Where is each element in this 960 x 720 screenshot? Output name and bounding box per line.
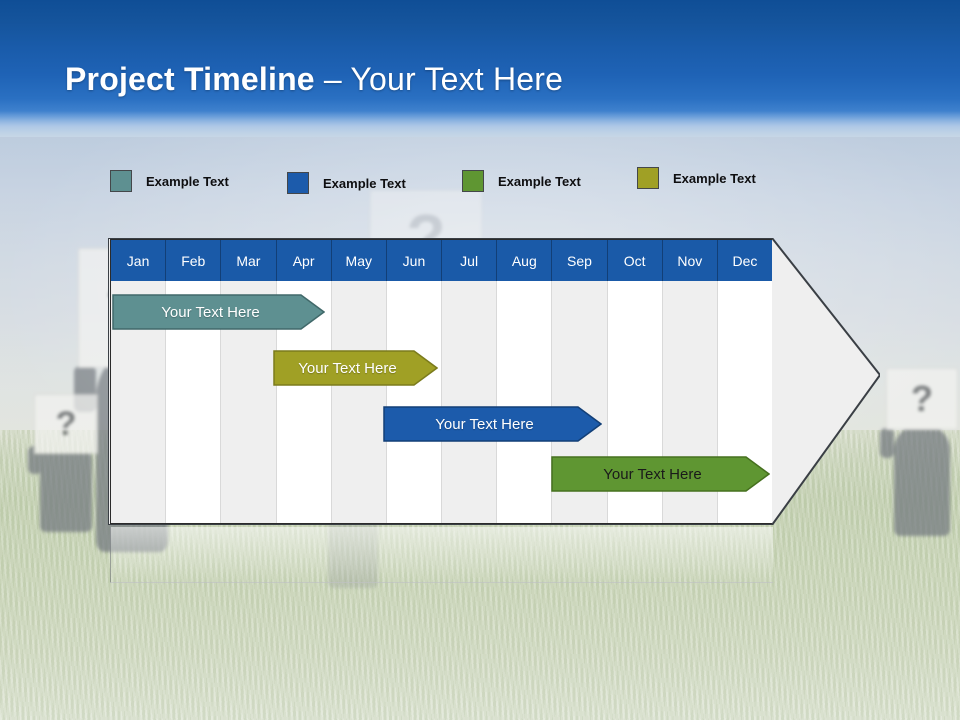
question-sign: ? [886,368,958,430]
month-cell-jun[interactable]: Jun [386,240,443,281]
month-cell-nov[interactable]: Nov [662,240,718,281]
month-cell-jan[interactable]: Jan [111,240,167,281]
task-bar-label-3: Your Text Here [435,415,534,433]
person-body [40,440,92,532]
month-cell-may[interactable]: May [331,240,387,281]
month-cell-jul[interactable]: Jul [442,240,498,281]
task-bar-label-2: Your Text Here [298,359,397,377]
month-cell-aug[interactable]: Aug [497,240,553,281]
person-body [894,426,950,536]
background-person-right: ? [880,360,960,536]
legend-label-3: Example Text [498,173,581,189]
month-cell-feb[interactable]: Feb [166,240,222,281]
task-bar-label-4: Your Text Here [603,465,702,483]
task-bar-3[interactable]: Your Text Here [383,406,602,442]
task-bar-1[interactable]: Your Text Here [112,294,325,330]
legend-item-2[interactable]: Example Text [287,172,406,194]
title-band [0,0,960,137]
month-cell-oct[interactable]: Oct [607,240,663,281]
month-cell-mar[interactable]: Mar [221,240,277,281]
month-cell-apr[interactable]: Apr [276,240,332,281]
legend-item-4[interactable]: Example Text [637,167,756,189]
legend-swatch-1 [110,170,132,192]
legend-swatch-2 [287,172,309,194]
page-title-strong: Project Timeline [65,61,315,97]
legend: Example Text Example Text Example Text Exam… [0,0,960,194]
legend-item-3[interactable]: Example Text [462,170,581,192]
chart-reflection [110,527,773,583]
month-cell-dec[interactable]: Dec [717,240,773,281]
month-cell-sep[interactable]: Sep [552,240,608,281]
legend-swatch-3 [462,170,484,192]
page-title: Project Timeline – Your Text Here [65,61,563,98]
legend-label-1: Example Text [146,173,229,189]
legend-label-2: Example Text [323,175,406,191]
background-person-left: ? [22,388,108,532]
person-arm [880,428,894,458]
legend-label-4: Example Text [673,170,756,186]
legend-swatch-4 [637,167,659,189]
legend-item-1[interactable]: Example Text [110,170,229,192]
task-bar-4[interactable]: Your Text Here [551,456,770,492]
page-title-light: – Your Text Here [314,61,564,97]
task-bar-label-1: Your Text Here [161,303,260,321]
question-sign: ? [34,394,98,454]
task-bar-2[interactable]: Your Text Here [273,350,438,386]
